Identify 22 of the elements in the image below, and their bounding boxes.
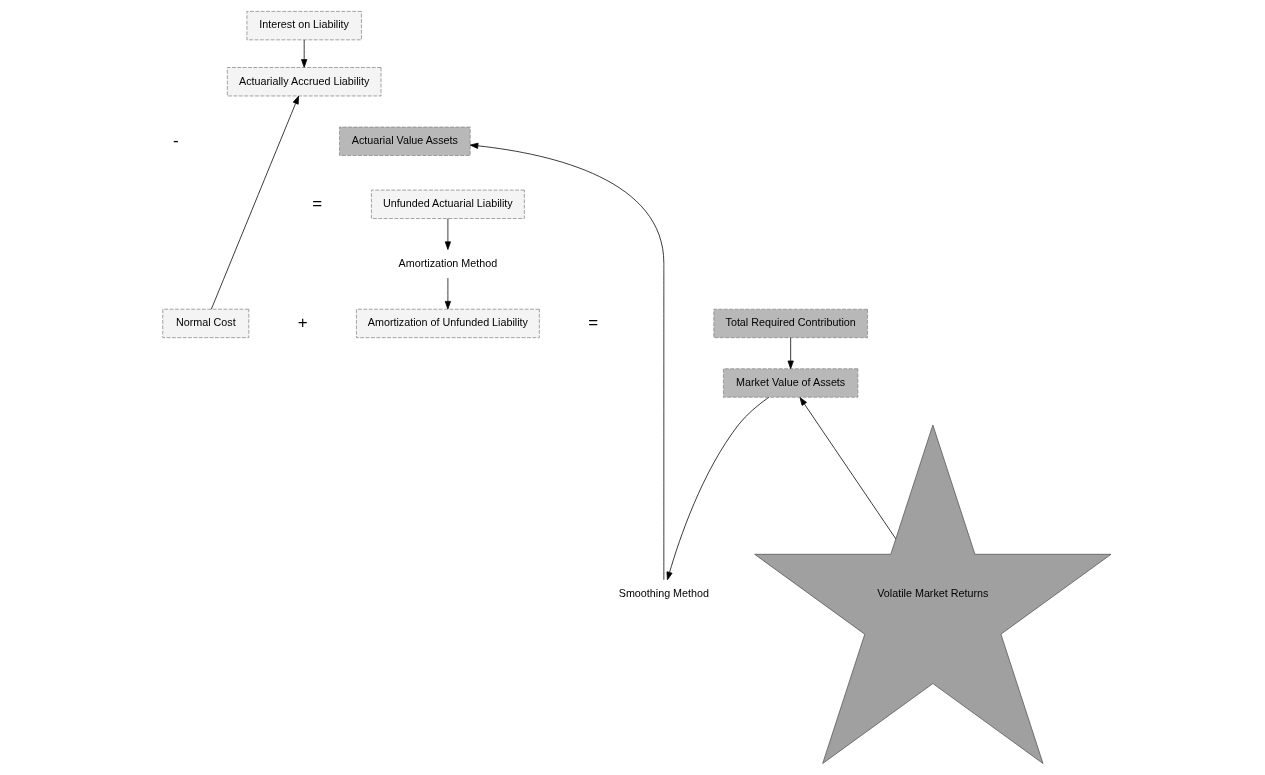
label: + [297, 312, 308, 332]
label: = [587, 312, 598, 332]
arrow [444, 277, 451, 310]
node-box: Interest on Liability [246, 11, 362, 41]
node-box: Unfunded Actuarial Liability [370, 189, 525, 219]
node-box: Market Value of Assets [722, 368, 858, 398]
node-box: Normal Cost [161, 308, 249, 339]
arrow [469, 142, 664, 581]
node-box: Amortization of Unfunded Liability [355, 308, 540, 339]
node-box: Actuarially Accrued Liability [226, 67, 381, 97]
arrow [787, 337, 794, 370]
node-text: Smoothing Method [618, 587, 709, 600]
label: - [172, 130, 179, 150]
node-box: Total Required Contribution [712, 308, 868, 339]
node-text: Amortization Method [398, 256, 497, 269]
arrow [799, 397, 896, 540]
arrow [300, 39, 307, 68]
node-box: Actuarial Value Assets [338, 126, 471, 156]
arrow [210, 95, 299, 310]
arrow [666, 396, 769, 581]
label: = [311, 193, 322, 213]
arrow [444, 218, 451, 250]
